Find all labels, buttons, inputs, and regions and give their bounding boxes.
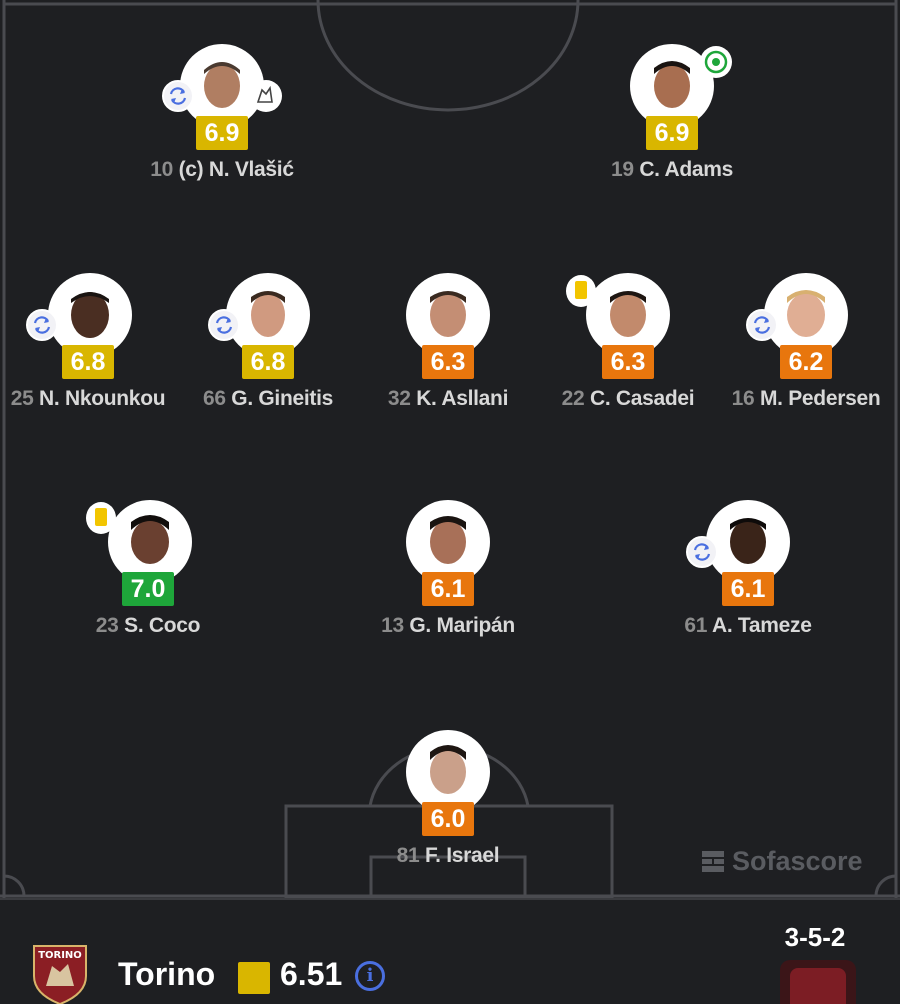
player-number: 32 (387, 387, 411, 410)
player-number: 16 (731, 387, 755, 410)
team-kit-icon (780, 960, 856, 1004)
team-name[interactable]: Torino (118, 956, 216, 992)
player-name-text: S. Coco (124, 614, 201, 637)
watermark-text: Sofascore (732, 845, 863, 876)
player-card[interactable]: 6.9 19 C. Adams (572, 44, 772, 194)
player-rating: 6.3 (602, 345, 654, 379)
formation: 3-5-2 (784, 922, 846, 952)
player-name-text: F. Israel (424, 844, 500, 867)
player-name-text: M. Pedersen (759, 387, 881, 410)
yellow-card-icon (86, 502, 116, 534)
player-rating: 6.1 (722, 572, 774, 606)
player-name: 19 C. Adams (562, 158, 782, 182)
pitch-lines (0, 0, 900, 898)
team-crest-icon[interactable]: TORINO (30, 942, 90, 1004)
player-avatar (48, 273, 132, 357)
player-number: 61 (684, 614, 708, 637)
player-card[interactable]: 6.3 22 C. Casadei (528, 273, 728, 423)
player-name: 66 G. Gineitis (158, 387, 378, 411)
player-number: 66 (202, 387, 226, 410)
substitution-icon (686, 536, 718, 568)
player-name: 25 N. Nkounkou (0, 387, 198, 411)
lineup-pitch: 6.9 10 (c) N. Vlašić 6.9 19 C. Adams 6.8… (0, 0, 900, 898)
goal-icon (700, 46, 732, 78)
player-rating: 6.2 (780, 345, 832, 379)
average-rating-badge (238, 962, 270, 994)
player-avatar (706, 500, 790, 584)
player-number: 10 (150, 158, 174, 181)
player-rating: 6.9 (196, 116, 248, 150)
player-name: 22 C. Casadei (518, 387, 738, 411)
player-name: 16 M. Pedersen (696, 387, 900, 411)
player-card[interactable]: 6.9 10 (c) N. Vlašić (122, 44, 322, 194)
player-name-text: (c) N. Vlašić (178, 158, 294, 181)
player-number: 22 (561, 387, 585, 410)
player-card[interactable]: 6.0 81 F. Israel (348, 730, 548, 880)
info-icon[interactable]: i (355, 961, 385, 991)
substitution-icon (162, 80, 194, 112)
player-name-text: C. Casadei (589, 387, 695, 410)
player-name: 23 S. Coco (38, 614, 258, 638)
player-rating: 6.8 (242, 345, 294, 379)
player-card[interactable]: 6.8 25 N. Nkounkou (0, 273, 188, 423)
player-rating: 6.1 (422, 572, 474, 606)
player-name-text: G. Maripán (409, 614, 515, 637)
player-card[interactable]: 6.1 13 G. Maripán (348, 500, 548, 650)
player-name: 10 (c) N. Vlašić (112, 158, 332, 182)
player-card[interactable]: 6.2 16 M. Pedersen (706, 273, 900, 423)
player-name-text: N. Nkounkou (39, 387, 166, 410)
player-number: 23 (95, 614, 119, 637)
player-number: 13 (381, 614, 404, 637)
substitution-icon (746, 309, 778, 341)
player-name: 61 A. Tameze (638, 614, 858, 638)
player-rating: 6.0 (422, 802, 474, 836)
player-rating: 6.8 (62, 345, 114, 379)
player-number: 81 (396, 844, 420, 867)
player-name: 13 G. Maripán (338, 614, 558, 638)
player-card[interactable]: 7.0 23 S. Coco (48, 500, 248, 650)
player-rating: 6.9 (646, 116, 698, 150)
substitution-icon (208, 309, 240, 341)
player-card[interactable]: 6.8 66 G. Gineitis (168, 273, 368, 423)
player-name-text: A. Tameze (711, 614, 812, 637)
crest-text: TORINO (38, 950, 82, 961)
player-name-text: G. Gineitis (231, 387, 334, 410)
player-number: 25 (10, 387, 34, 410)
average-rating: 6.51 (280, 956, 343, 992)
sofascore-watermark: Sofascore (700, 843, 863, 879)
player-name-text: K. Asllani (416, 387, 509, 410)
player-card[interactable]: 6.1 61 A. Tameze (648, 500, 848, 650)
player-rating: 7.0 (122, 572, 174, 606)
player-number: 19 (611, 158, 634, 181)
player-name: 32 K. Asllani (338, 387, 558, 411)
player-name-text: C. Adams (639, 158, 733, 181)
yellow-card-icon (566, 275, 596, 307)
sofascore-logo-icon (700, 848, 726, 874)
player-card[interactable]: 6.3 32 K. Asllani (348, 273, 548, 423)
substitution-icon (26, 309, 58, 341)
team-footer (0, 898, 900, 1004)
player-name: 81 F. Israel (338, 844, 558, 868)
player-rating: 6.3 (422, 345, 474, 379)
player-of-match-icon (250, 80, 282, 112)
